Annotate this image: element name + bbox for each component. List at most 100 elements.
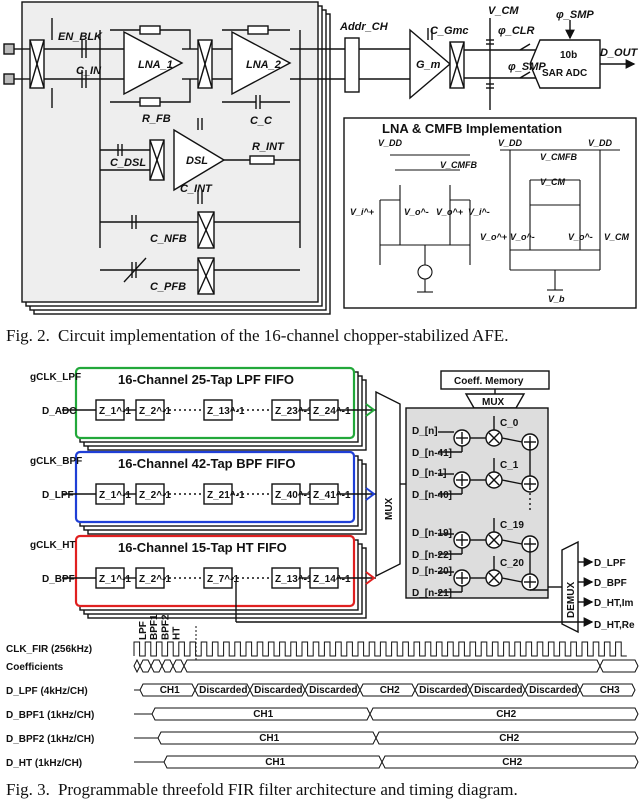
timing-seg-label-1-6: Discarded	[474, 685, 522, 696]
fifo-input-2: D_BPF	[42, 574, 75, 585]
dout-label: D_OUT	[600, 47, 639, 59]
timing-seg-label-1-4: CH2	[380, 685, 400, 696]
timing-seg-0-6	[599, 659, 639, 673]
timing-seg-label-1-3: Discarded	[309, 685, 357, 696]
clk-label: CLK_FIR (256kHz)	[6, 644, 92, 655]
timing-seg-label-4-1: CH2	[502, 757, 522, 768]
gm-label: G_m	[416, 59, 441, 71]
fifo-tap-label-2-2: Z_7^-1	[207, 574, 239, 585]
fifo-title-1: 16-Channel 42-Tap BPF FIFO	[118, 456, 295, 471]
coeff-label-2: C_19	[500, 520, 524, 531]
fifo-tap-label-2-4: Z_14^-1	[313, 574, 351, 585]
svg-text:V_CM: V_CM	[540, 177, 566, 187]
phase-label-3: HT	[172, 627, 183, 640]
fifo-tap-label-0-4: Z_24^-1	[313, 406, 351, 417]
fig3-caption-number: Fig. 3.	[6, 780, 50, 799]
fifo-tap-label-2-0: Z_1^-1	[99, 574, 131, 585]
svg-text:V_o^-: V_o^-	[404, 207, 429, 217]
fifo-tap-label-0-2: Z_13^-1	[207, 406, 245, 417]
timing-seg-label-1-0: CH1	[160, 685, 180, 696]
output-ht-re: D_HT,Re	[594, 620, 635, 631]
mac-input-a-2: D_[n-19]	[412, 528, 452, 539]
timing-seg-label-4-0: CH1	[265, 757, 285, 768]
coeff-label-0: C_0	[500, 418, 519, 429]
timing-seg-4-1	[381, 755, 639, 769]
fifo-mux	[375, 390, 401, 578]
svg-text:V_CMFB: V_CMFB	[440, 160, 478, 170]
svg-text:V_DD: V_DD	[378, 138, 403, 148]
fifo-title-0: 16-Channel 25-Tap LPF FIFO	[118, 372, 294, 387]
phase-label-1: BPF1	[149, 614, 160, 640]
output-demux	[561, 540, 579, 634]
lna2-label: LNA_2	[246, 59, 281, 71]
timing-row-label-3: D_BPF2 (1kHz/CH)	[6, 734, 94, 745]
mac-array	[405, 407, 549, 599]
cint-label: C_INT	[180, 183, 213, 195]
coeff-label-1: C_1	[500, 460, 519, 471]
fig2-labels: EN_BLK C_IN LNA_1 LNA_2 R_FB C_C DSL C_D…	[58, 5, 639, 304]
fifo-clk-0: gCLK_LPF	[30, 372, 81, 383]
timing-seg-label-3-1: CH2	[499, 733, 519, 744]
svg-text:V_i^+: V_i^+	[350, 207, 375, 217]
timing-seg-label-2-1: CH2	[496, 709, 516, 720]
en-blk-label: EN_BLK	[58, 31, 103, 43]
timing-seg-0-0	[133, 658, 141, 674]
svg-text:V_DD: V_DD	[588, 138, 613, 148]
timing-seg-label-1-7: Discarded	[529, 685, 577, 696]
timing-seg-0-1	[139, 659, 152, 673]
demux-label: DEMUX	[566, 582, 577, 618]
svg-text:V_o^+: V_o^+	[436, 207, 464, 217]
cc-label: C_C	[250, 115, 273, 127]
coeff-memory-label: Coeff. Memory	[454, 376, 524, 387]
timing-seg-0-3	[161, 659, 174, 673]
timing-seg-label-1-5: Discarded	[419, 685, 467, 696]
clock-waveform	[133, 641, 627, 657]
timing-seg-label-3-0: CH1	[259, 733, 279, 744]
mac-input-a-1: D_[n-1]	[412, 468, 446, 479]
timing-row-label-4: D_HT (1kHz/CH)	[6, 758, 82, 769]
adc-name-label: SAR ADC	[542, 68, 587, 79]
svg-text:V_DD: V_DD	[498, 138, 523, 148]
coeff-label-3: C_20	[500, 558, 524, 569]
timing-row-label-2: D_BPF1 (1kHz/CH)	[6, 710, 94, 721]
fifo-title-2: 16-Channel 15-Tap HT FIFO	[118, 540, 287, 555]
timing-seg-2-1	[369, 707, 639, 721]
fifo-tap-label-1-3: Z_40^-1	[275, 490, 313, 501]
svg-text:V_o^-: V_o^-	[510, 232, 535, 242]
cpfb-label: C_PFB	[150, 281, 186, 293]
cgmc-label: C_Gmc	[430, 25, 469, 37]
mac-input-b-1: D_[n-40]	[412, 490, 452, 501]
channel-mux	[344, 37, 360, 93]
mac-input-a-0: D_[n]	[412, 426, 438, 437]
fifo-tap-label-1-1: Z_2^-1	[139, 490, 171, 501]
timing-seg-0-2	[150, 659, 163, 673]
phi-smp-top-label: φ_SMP	[556, 9, 594, 21]
timing-seg-3-1	[375, 731, 639, 745]
lna1-amplifier	[123, 30, 184, 96]
timing-row-label-0: Coefficients	[6, 662, 64, 673]
svg-text:V_o^+: V_o^+	[480, 232, 508, 242]
svg-text:V_CM: V_CM	[604, 232, 630, 242]
inset-title: LNA & CMFB Implementation	[382, 121, 562, 136]
timing-seg-1-8	[579, 683, 636, 697]
timing-seg-label-1-8: CH3	[600, 685, 620, 696]
rint-label: R_INT	[252, 141, 285, 153]
cin-label: C_IN	[76, 65, 102, 77]
fifo-tap-label-0-0: Z_1^-1	[99, 406, 131, 417]
fifo-tap-label-1-0: Z_1^-1	[99, 490, 131, 501]
mac-input-b-2: D_[n-22]	[412, 550, 452, 561]
fifo-tap-label-1-2: Z_21^-1	[207, 490, 245, 501]
svg-text:V_b: V_b	[548, 294, 565, 304]
svg-text:V_o^-: V_o^-	[568, 232, 593, 242]
fifo-tap-label-2-1: Z_2^-1	[139, 574, 171, 585]
cdsl-label: C_DSL	[110, 157, 146, 169]
phase-label-2: BPF2	[160, 614, 171, 640]
dsl-amplifier	[173, 128, 226, 192]
phase-label-0: LPF	[138, 621, 149, 640]
fifo-tap-label-0-3: Z_23^-1	[275, 406, 313, 417]
fig2-caption-text: Circuit implementation of the 16-channel…	[57, 326, 509, 345]
fifo-clk-2: gCLK_HT	[30, 540, 76, 551]
lna1-label: LNA_1	[138, 59, 173, 71]
